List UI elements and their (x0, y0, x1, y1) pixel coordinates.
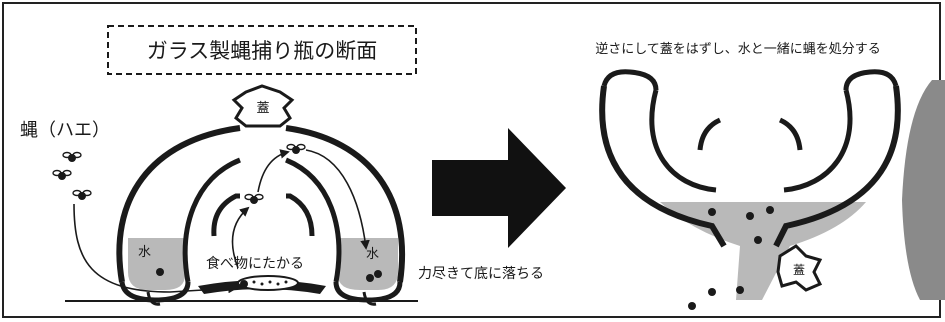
fly-label: 蝿（ハエ） (20, 120, 110, 141)
fly-icon (62, 151, 82, 162)
caption-right: 逆さにして蓋をはずし、水と一緒に蝿を処分する (595, 41, 881, 57)
fall-path (305, 149, 370, 250)
water-right-label: 水 (366, 247, 379, 262)
inverted-outer-left (599, 85, 727, 248)
inverted-inner-right (783, 89, 853, 193)
fly-icon (240, 280, 248, 288)
flight-path-up (231, 206, 250, 269)
lid-shape (231, 84, 295, 128)
fly-icon (286, 143, 306, 154)
water-left (128, 238, 185, 290)
bottle-outer-left (116, 125, 241, 283)
bottle-outer-right (285, 125, 406, 283)
bottle-inner-left (182, 157, 241, 283)
food-bait (237, 275, 299, 291)
inverted-tube-right (778, 117, 803, 151)
flight-path-top (257, 149, 290, 193)
fly-icon (52, 169, 72, 180)
fly-icon (746, 212, 754, 220)
inverted-outer-right (773, 85, 901, 248)
entrance-left (211, 193, 240, 237)
fall-label: 力尽きて底に落ちる (418, 266, 544, 282)
entrance-right (286, 193, 315, 237)
fly-icon (736, 286, 744, 294)
lid-removed-label: 蓋 (793, 263, 805, 277)
water-inverted (660, 202, 866, 300)
inverted-inner-left (649, 89, 717, 193)
inverted-tube-left (697, 117, 722, 151)
lid-removed-shape (776, 244, 823, 292)
fly-icon (708, 288, 716, 296)
title-text: ガラス製蝿捕り瓶の断面 (147, 39, 378, 63)
bottle-inner-right (285, 157, 342, 283)
fly-icon (754, 236, 762, 244)
arm-top-left (601, 69, 659, 91)
photo-glass-trap (902, 80, 945, 300)
fly-icon (708, 208, 716, 216)
fly-icon (688, 302, 696, 310)
fly-icon (244, 193, 264, 204)
big-arrow-icon (432, 128, 566, 248)
flight-path-in (73, 203, 238, 294)
lid-label: 蓋 (256, 101, 269, 116)
fly-icon (72, 189, 92, 200)
food-label: 食べ物にたかる (206, 255, 304, 272)
arm-top-right (843, 69, 899, 91)
fly-icon (766, 206, 774, 214)
foot-left (146, 291, 161, 306)
water-left-label: 水 (138, 245, 151, 260)
water-right (338, 238, 398, 290)
dead-fly-icon (156, 268, 382, 282)
title-box (107, 25, 417, 75)
foot-right (362, 291, 377, 306)
